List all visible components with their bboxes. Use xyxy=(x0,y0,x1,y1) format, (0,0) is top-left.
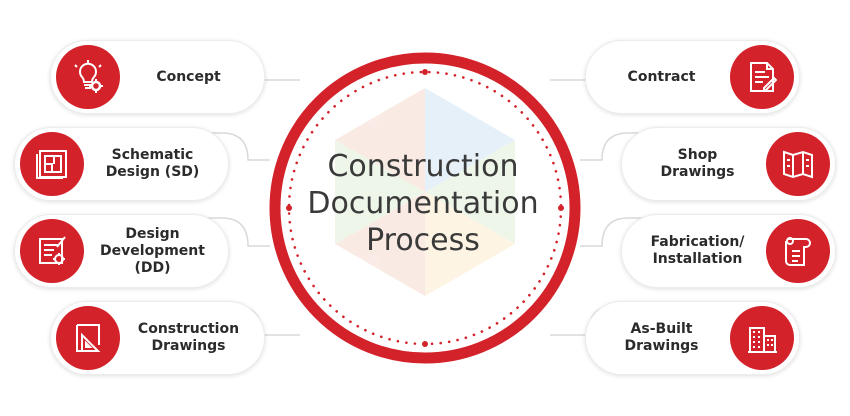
step-fabrication-installation: Fabrication/Installation xyxy=(621,214,836,288)
lightbulb-gear-icon xyxy=(56,45,120,109)
center-ring-outer xyxy=(269,52,581,364)
blueprint-tools-icon xyxy=(20,219,84,283)
drafting-triangle-icon xyxy=(56,306,120,370)
contract-pen-icon xyxy=(730,45,794,109)
connector-design-dev xyxy=(200,217,270,247)
connector-shop xyxy=(580,132,650,161)
hexagon-watermark xyxy=(335,88,515,296)
center-title-line-1: Construction xyxy=(327,149,519,184)
center-title-line-2: Documentation xyxy=(307,186,539,221)
center-title-line-3: Process xyxy=(366,223,480,258)
buildings-icon xyxy=(730,306,794,370)
step-contract-label: Contract xyxy=(627,68,696,85)
step-concept: Concept xyxy=(50,40,265,114)
ring-accent-dots xyxy=(286,69,564,347)
step-concept-label: Concept xyxy=(156,68,221,85)
connector-schematic xyxy=(200,132,270,161)
step-fabrication-installation-label: Fabrication/Installation xyxy=(650,234,745,267)
document-roll-icon xyxy=(766,219,830,283)
floor-plan-icon xyxy=(20,132,84,196)
step-contract: Contract xyxy=(585,40,800,114)
folded-map-icon xyxy=(766,132,830,196)
center-title: Construction Documentation Process xyxy=(278,148,568,259)
connector-fabrication xyxy=(580,217,650,247)
